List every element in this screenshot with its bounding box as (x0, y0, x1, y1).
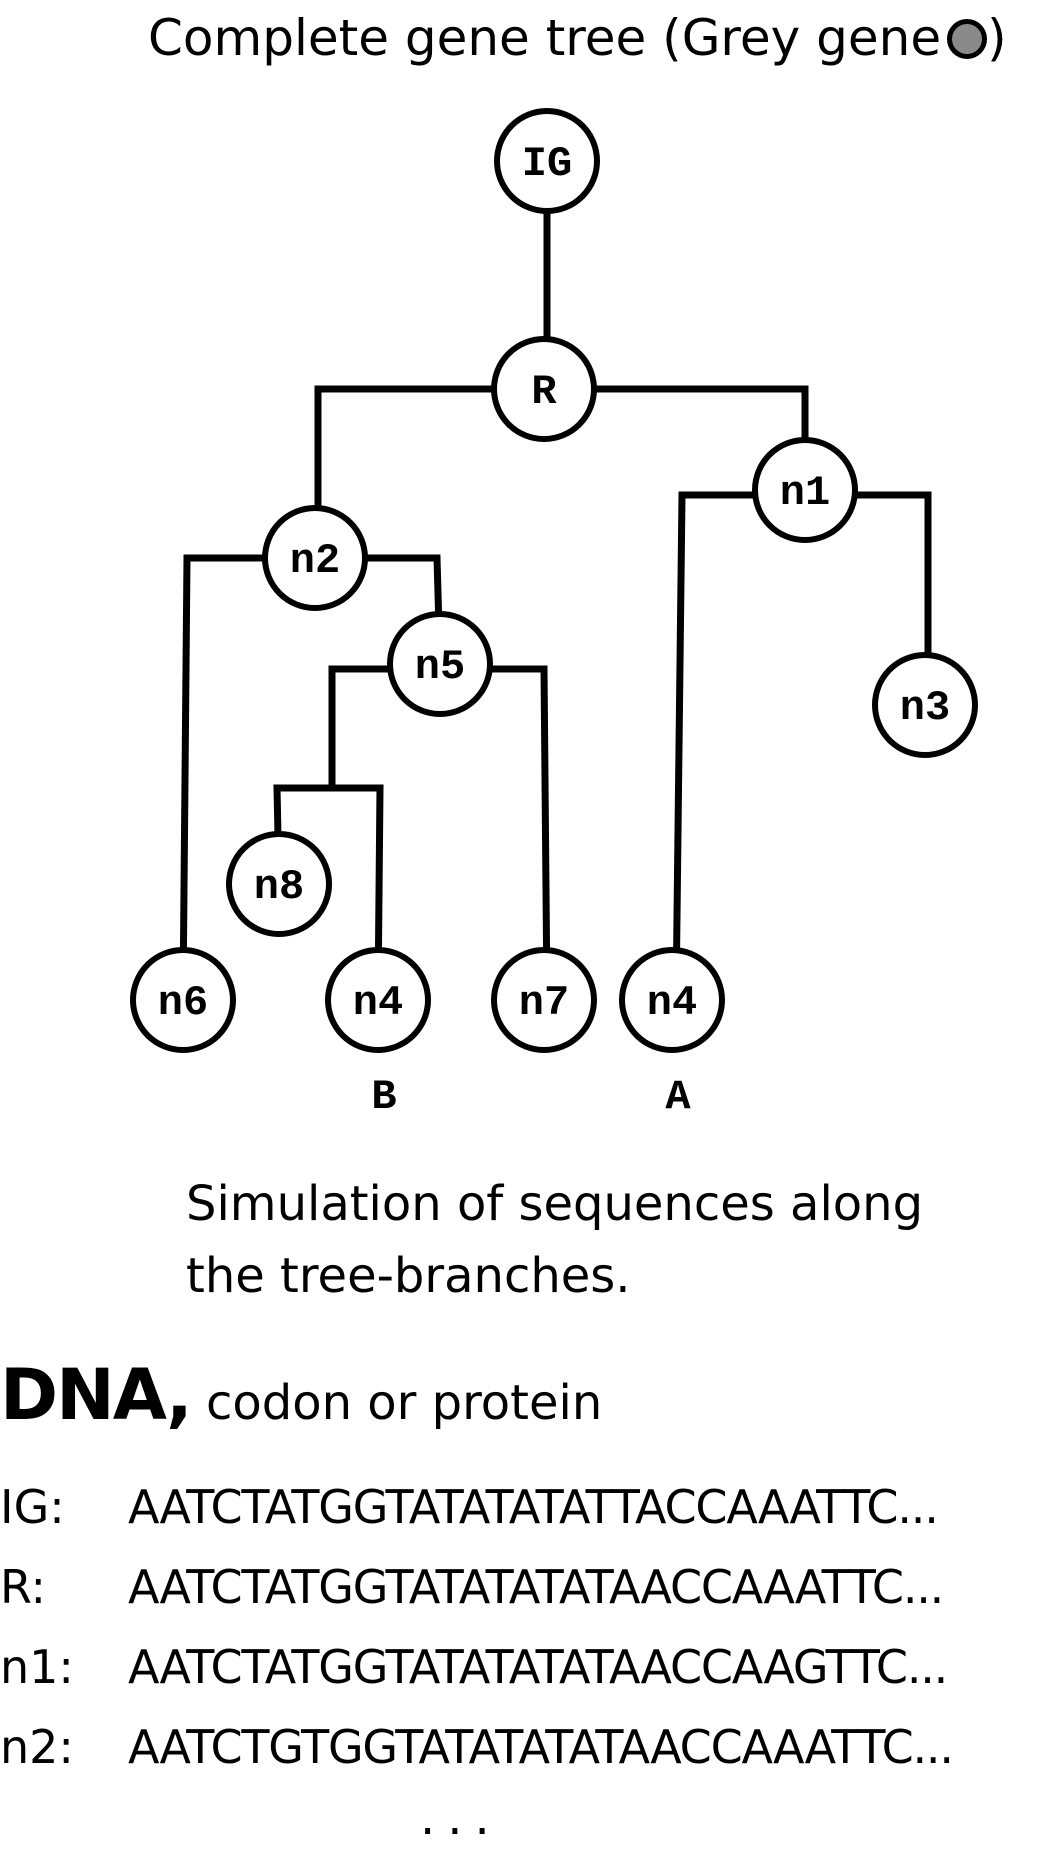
tree-node-n6: n6 (130, 947, 236, 1053)
tree-node-label: n6 (158, 979, 208, 1027)
tree-node-n5: n5 (387, 611, 493, 717)
tree-node-label: R (531, 368, 557, 416)
tree-node-n3: n3 (872, 652, 978, 758)
tree-node-label: n4 (647, 979, 697, 1027)
sequence-row: R: AATCTATGGTATATATATAACCAAATTC... (0, 1552, 1051, 1622)
tree-node-circle (619, 947, 725, 1053)
sequence-text: AATCTATGGTATATATATTACCAAATTC... (128, 1480, 939, 1534)
grey-gene-legend-icon (947, 19, 988, 59)
sequence-text: AATCTGTGGTATATATATAACCAAATTC... (128, 1720, 954, 1774)
sequence-row: n1: AATCTATGGTATATATATAACCAAGTTC... (0, 1632, 1051, 1702)
tree-node-circle (325, 947, 431, 1053)
tree-edge-n1-n4A (672, 491, 805, 1001)
sequence-row: IG: AATCTATGGTATATATATTACCAAATTC... (0, 1472, 1051, 1542)
tree-node-label: n5 (415, 643, 465, 691)
tree-node-circle (262, 505, 368, 611)
sequence-text: AATCTATGGTATATATATAACCAAATTC... (128, 1560, 944, 1614)
more-sequences-ellipsis: ... (420, 1790, 502, 1846)
figure-title: Complete gene tree (Grey gene) (148, 8, 1028, 68)
sequence-label: n2: (0, 1720, 74, 1774)
sequence-text: AATCTATGGTATATATATAACCAAGTTC... (128, 1640, 948, 1694)
tree-node-n7: n7 (491, 947, 597, 1053)
sequence-type-heading: DNA, codon or protein (0, 1355, 602, 1443)
caption-line-1: Simulation of sequences along (186, 1176, 924, 1232)
tree-node-circle (130, 947, 236, 1053)
tree-node-R: R (491, 336, 597, 442)
tree-node-label: n7 (519, 979, 569, 1027)
sequence-label: IG: (0, 1480, 65, 1534)
heading-rest: codon or protein (190, 1375, 603, 1431)
tree-node-label: n8 (254, 863, 304, 911)
tree-node-label: n4 (353, 979, 403, 1027)
tree-node-circle (226, 831, 332, 937)
tree-node-n8: n8 (226, 831, 332, 937)
sequence-label: n1: (0, 1640, 74, 1694)
tree-node-circle (491, 336, 597, 442)
heading-dna: DNA, (0, 1354, 193, 1436)
tree-node-circle (752, 437, 858, 543)
tree-node-circle (494, 108, 600, 214)
figure-title-text: Complete gene tree (Grey gene (148, 9, 942, 67)
sequence-label: R: (0, 1560, 47, 1614)
tree-node-label: n2 (290, 537, 340, 585)
figure-title-close: ) (987, 9, 1007, 67)
tree-node-n2: n2 (262, 505, 368, 611)
tree-node-circle (872, 652, 978, 758)
tip-mark-B: B (371, 1073, 396, 1121)
tree-node-n1: n1 (752, 437, 858, 543)
caption-line-2: the tree-branches. (186, 1248, 631, 1304)
tree-node-n4B: n4 (325, 947, 431, 1053)
tree-node-label: n1 (780, 469, 830, 517)
tree-edge-n5-n4B (332, 784, 384, 1001)
tree-edges (179, 161, 932, 1001)
tip-mark-A: A (665, 1073, 691, 1121)
tree-node-label: n3 (900, 684, 950, 732)
tree-node-label: IG (522, 140, 572, 188)
sequence-row: n2: AATCTGTGGTATATATATAACCAAATTC... (0, 1712, 1051, 1782)
tree-node-circle (491, 947, 597, 1053)
tree-node-n4A: n4 (619, 947, 725, 1053)
tree-node-IG: IG (494, 108, 600, 214)
tree-edge-R-n2 (314, 385, 544, 558)
tree-nodes: IG Rn1 n2 n3 n5 n8 n6 n4 n7 n4 (130, 108, 978, 1053)
tree-node-circle (387, 611, 493, 717)
simulation-caption: Simulation of sequences along the tree-b… (186, 1168, 986, 1312)
